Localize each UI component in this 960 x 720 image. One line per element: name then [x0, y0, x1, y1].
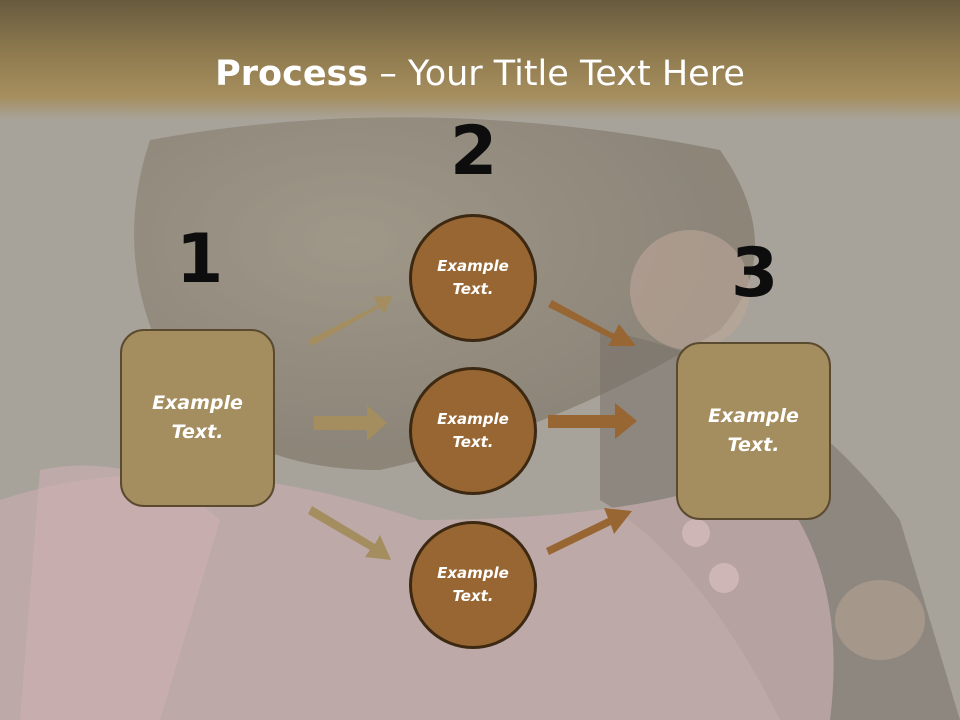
arrow-box1-to-middle: [314, 405, 387, 441]
arrow-top-to-box3: [548, 300, 636, 346]
title-bold: Process: [215, 54, 369, 94]
step-number-2: 2: [450, 112, 498, 191]
step-number-1: 1: [176, 220, 224, 299]
step-2-circle-middle: Example Text.: [409, 367, 537, 495]
step-3-box: Example Text.: [676, 342, 831, 520]
slide-title: Process – Your Title Text Here: [0, 52, 960, 96]
circle-top-text: Example Text.: [437, 257, 509, 298]
step-2-circle-top: Example Text.: [409, 214, 537, 342]
arrow-box1-to-bottom: [308, 506, 391, 560]
title-band: [0, 0, 960, 120]
circle-middle-text: Example Text.: [437, 410, 509, 451]
step-3-text: Example Text.: [708, 405, 799, 456]
step-1-box: Example Text.: [120, 329, 275, 507]
step-1-text: Example Text.: [152, 392, 243, 443]
arrow-bottom-to-box3: [546, 508, 632, 555]
step-2-circle-bottom: Example Text.: [409, 521, 537, 649]
step-number-3: 3: [731, 234, 779, 313]
arrow-box1-to-top: [308, 296, 392, 346]
circle-bottom-text: Example Text.: [437, 564, 509, 605]
title-rest: – Your Title Text Here: [368, 54, 745, 94]
arrow-middle-to-box3: [548, 403, 637, 439]
